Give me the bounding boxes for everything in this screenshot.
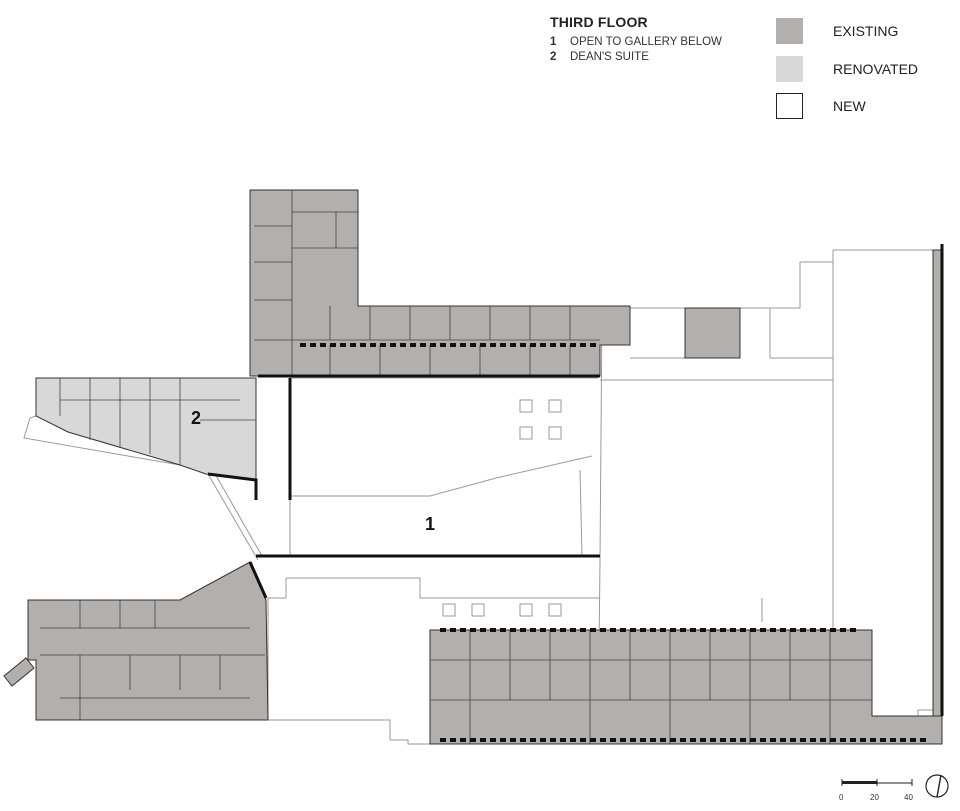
gallery-label: 1 (425, 514, 435, 534)
scale-label-0: 0 (839, 793, 844, 802)
legend-swatch-new (776, 93, 803, 119)
scale-label-20: 20 (870, 793, 879, 802)
legend-label-renovated: RENOVATED (833, 61, 919, 77)
note-1: 1 OPEN TO GALLERY BELOW (550, 36, 722, 48)
legend-swatch-renovated (776, 56, 803, 82)
dean-suite-area (35, 377, 257, 481)
scale-bar (841, 779, 913, 786)
new-walls (207, 244, 944, 716)
scale-label-40: 40 (904, 793, 913, 802)
renovated-areas (35, 377, 257, 481)
note-text: DEAN'S SUITE (570, 51, 649, 63)
note-text: OPEN TO GALLERY BELOW (570, 36, 722, 48)
southwest-wing (27, 561, 269, 721)
legend-label-new: NEW (833, 98, 866, 114)
note-2: 2 DEAN'S SUITE (550, 51, 649, 63)
floor-title: THIRD FLOOR (550, 14, 648, 30)
dean-suite-label: 2 (191, 408, 201, 428)
gallery-openings (442, 399, 562, 617)
west-stair (3, 657, 35, 687)
legend-swatch-existing (776, 18, 803, 44)
north-arrow-icon (925, 774, 949, 798)
legend-label-existing: EXISTING (833, 23, 899, 39)
note-number: 2 (550, 51, 557, 63)
existing-wings (3, 189, 943, 745)
wall-fragments (300, 343, 930, 742)
interior-partitions (40, 190, 872, 744)
southeast-wing (429, 629, 943, 745)
north-wing (249, 189, 631, 377)
note-number: 1 (550, 36, 557, 48)
east-pavilion (684, 307, 741, 359)
